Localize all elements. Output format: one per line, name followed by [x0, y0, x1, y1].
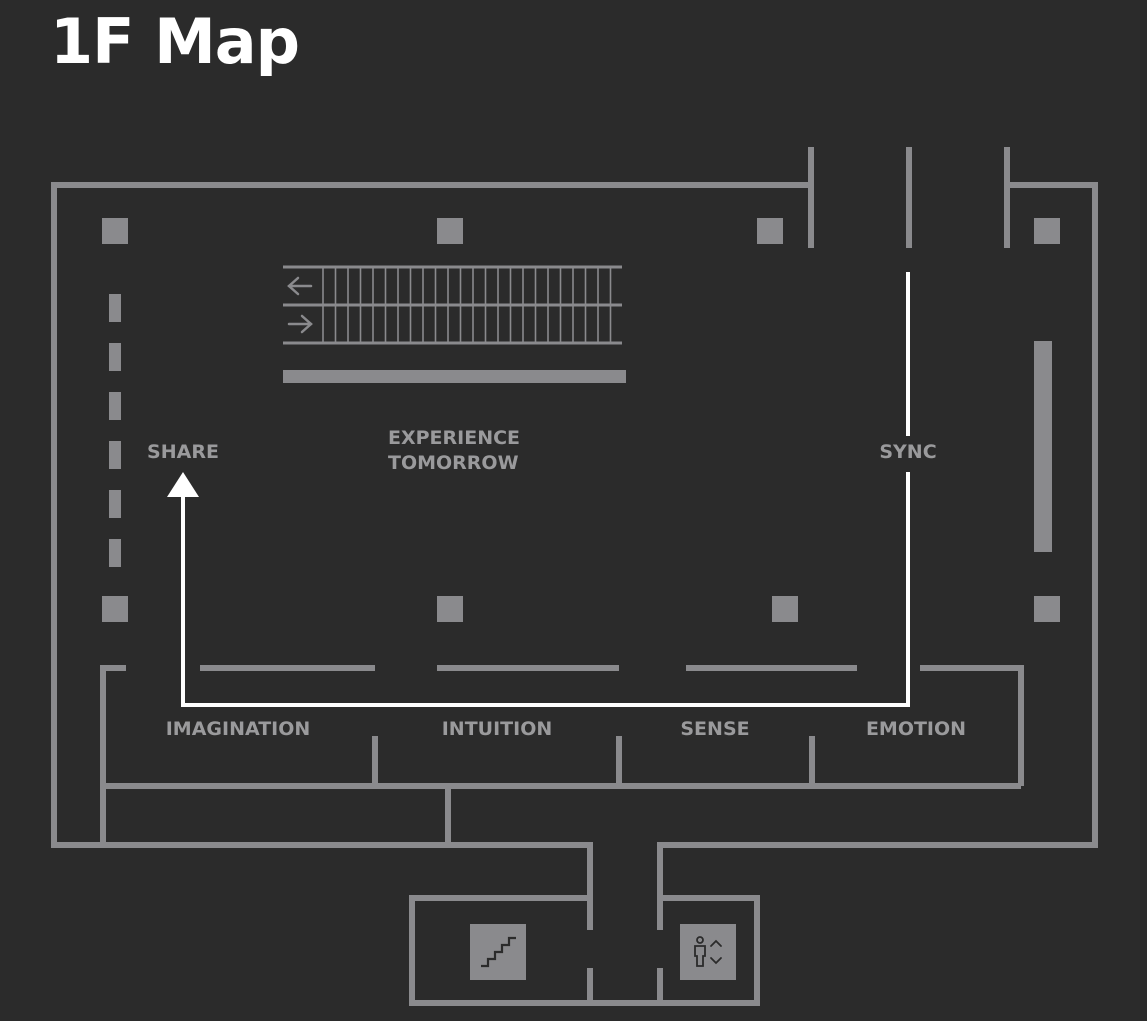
- arrow-up-icon: [167, 472, 199, 497]
- dashed-wall-segment: [109, 539, 121, 567]
- inner-corridor-wall: [100, 665, 126, 845]
- zone-label-sense: SENSE: [680, 718, 749, 740]
- escalator: [283, 265, 622, 345]
- zone-label-experience: EXPERIENCE: [388, 427, 520, 449]
- pillar: [437, 596, 463, 622]
- zone-label-sync: SYNC: [879, 441, 936, 463]
- page-title: 1F Map: [50, 5, 300, 78]
- stairs-icon[interactable]: [470, 924, 526, 980]
- arrow-left-icon: [287, 276, 313, 296]
- elevator-icon[interactable]: [680, 924, 736, 980]
- annex-left: [409, 895, 593, 1006]
- dashed-wall-segment: [109, 441, 121, 469]
- route-path: [167, 272, 910, 707]
- room-divider-4: [920, 665, 1024, 786]
- dashed-wall-segment: [109, 392, 121, 420]
- pillar: [757, 218, 783, 244]
- zone-label-intuition: INTUITION: [442, 718, 553, 740]
- zone-label-tomorrow: TOMORROW: [388, 452, 519, 474]
- counter-bar: [283, 370, 626, 383]
- zone-label-share: SHARE: [147, 441, 219, 463]
- outer-wall-right: [657, 182, 1098, 930]
- dashed-wall-segment: [109, 343, 121, 371]
- dashed-wall-segment: [109, 294, 121, 322]
- pillars: [102, 218, 1060, 622]
- pillar: [102, 218, 128, 244]
- zone-label-imagination: IMAGINATION: [166, 718, 311, 740]
- dashed-wall-segment: [109, 490, 121, 518]
- pillar: [1034, 218, 1060, 244]
- outer-wall-left: [51, 182, 811, 930]
- pillar: [772, 596, 798, 622]
- arrow-right-icon: [287, 314, 313, 334]
- zone-label-emotion: EMOTION: [866, 718, 966, 740]
- pillar: [437, 218, 463, 244]
- right-display-wall: [1034, 341, 1052, 552]
- pillar: [1034, 596, 1060, 622]
- walls: [51, 147, 1098, 1006]
- pillar: [102, 596, 128, 622]
- annex-right: [657, 895, 760, 1006]
